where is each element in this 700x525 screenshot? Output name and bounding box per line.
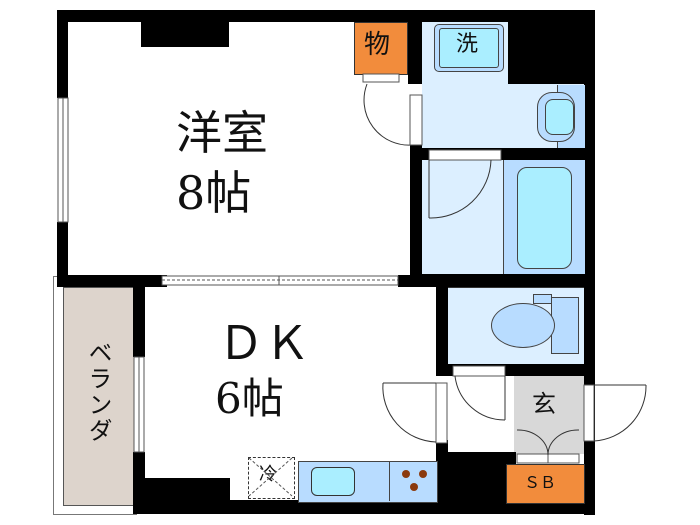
shoe-box-label: ＳＢ [524,473,557,492]
bathtub-basin [517,167,572,269]
wall-left-mid [57,222,68,287]
wall-wash-corner [508,20,586,84]
wall-middle-right [398,275,458,287]
dk-name: ＤＫ [218,316,310,370]
veranda-label: ベランダ [84,340,112,444]
wall-toilet-left [436,287,448,367]
western-room-name: 洋室 [176,106,268,160]
shoe-box [506,464,585,504]
dk-size: 6帖 [215,374,284,423]
wall-room-right [410,145,422,287]
burner-1 [402,470,410,478]
kitchen-sink [311,467,355,496]
burner-2 [419,470,427,478]
wall-middle [57,275,167,287]
wall-divider-top [408,10,422,84]
burner-3 [410,483,418,491]
wall-left-upper [57,10,68,98]
entrance-label: 玄 [532,390,556,418]
toilet-tank-top [533,294,552,304]
washing-machine-inner [439,28,499,68]
kitchen-divider [389,461,390,501]
storage-label: 物 [364,30,391,60]
entrance-floor [514,375,584,454]
fridge-space [248,457,295,499]
wall-top [57,10,595,22]
wall-hall-bottom [436,452,516,514]
wall-dk-left-upper [133,287,145,357]
veranda-floor [63,287,135,506]
western-room-size: 8帖 [176,166,252,220]
toilet-tank [551,297,579,354]
sink-basin [545,99,574,135]
closet-pillar [141,20,229,47]
washer-label: 洗 [456,32,479,57]
toilet-bowl [491,303,555,348]
wall-right [584,10,595,515]
